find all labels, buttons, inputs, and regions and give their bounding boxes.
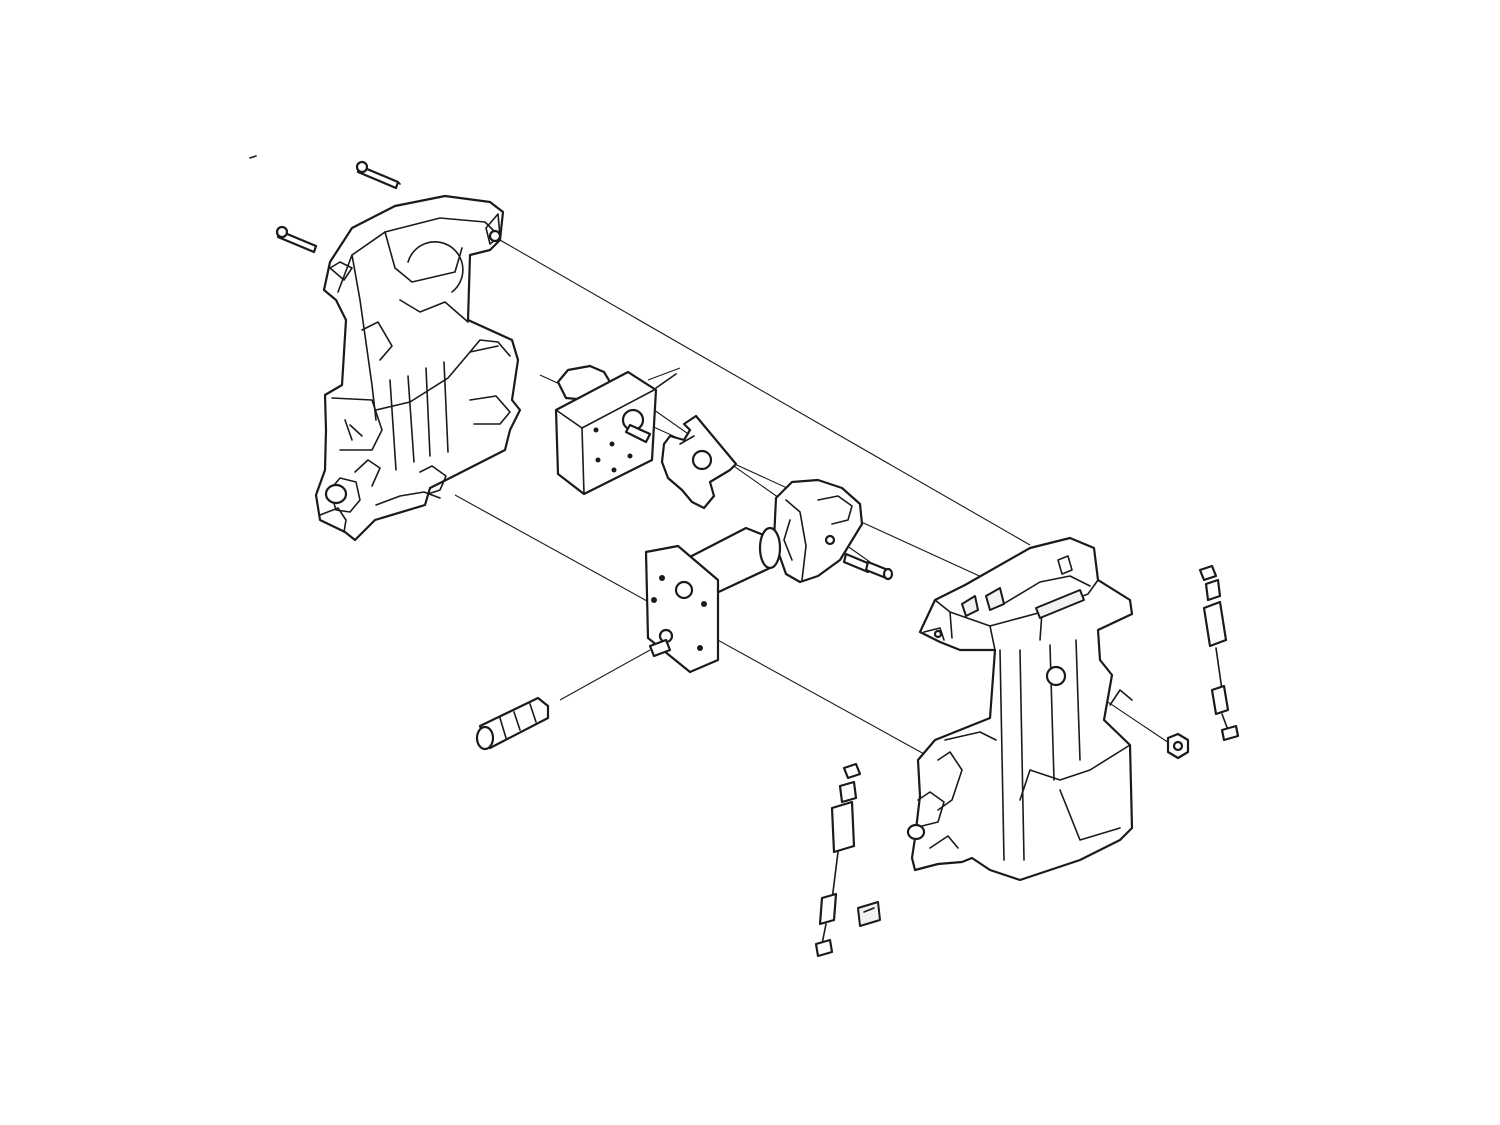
left-housing-half: [314, 194, 522, 542]
right-housing-half: [906, 536, 1134, 882]
shaft-coupling: [475, 696, 550, 751]
cable-link-left: [814, 762, 862, 958]
mounting-bracket: [660, 414, 738, 510]
hex-nut: [1166, 732, 1190, 760]
gear-motor-large: [644, 526, 782, 674]
small-clip: [857, 901, 881, 927]
gear-motor-small: [554, 364, 677, 496]
axle-pin: [842, 552, 894, 581]
cable-link-right: [1198, 564, 1240, 742]
stray-mark: [249, 155, 257, 159]
screw-top: [355, 160, 401, 190]
gear-segment: [772, 478, 864, 584]
screw-left: [275, 225, 318, 254]
